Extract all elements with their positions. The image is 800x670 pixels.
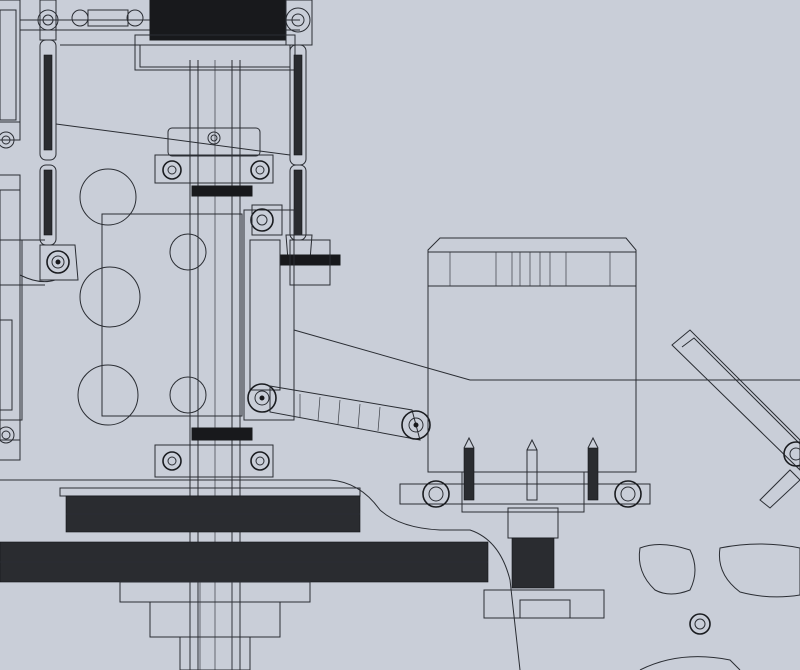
motor-mount [243, 204, 800, 421]
servo-block [55, 123, 291, 426]
center-turnbuckle [279, 0, 341, 286]
pivot-ball-left [19, 244, 79, 283]
left-servo-assembly [0, 0, 45, 461]
servo-link [247, 383, 431, 441]
spur-gear-lower [0, 541, 489, 670]
tilted-bracket [671, 329, 800, 509]
pinion-gear [483, 507, 605, 619]
lower-bearing-block [154, 427, 274, 478]
upper-bearing-block [154, 127, 274, 197]
chassis-cutouts [638, 543, 800, 670]
upper-left-turnbuckle [37, 0, 59, 246]
chassis-outline [0, 479, 521, 670]
top-link-bar [20, 0, 300, 71]
motor-block [427, 237, 637, 473]
motor-plate [399, 436, 651, 513]
spur-gear-upper [59, 487, 361, 533]
